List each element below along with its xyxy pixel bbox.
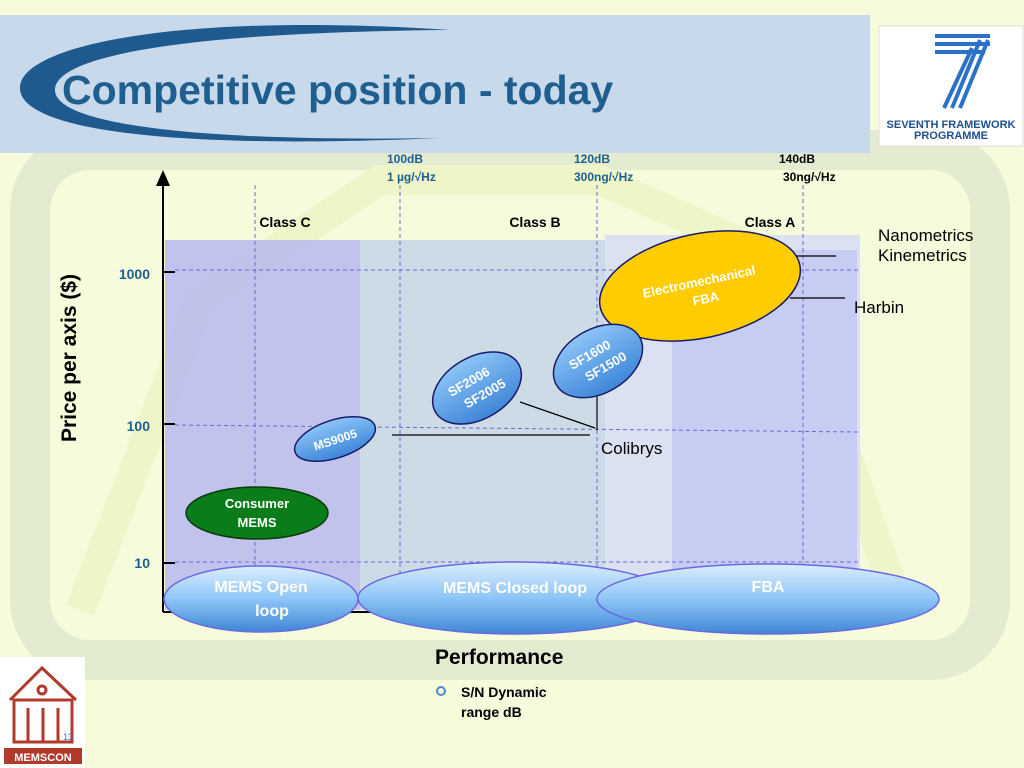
y-axis-label: Price per axis ($) <box>58 274 81 442</box>
fba-line1: FBA <box>752 579 785 596</box>
page-title: Competitive position - today <box>62 67 613 113</box>
perf-marker-1-line1: 100dB <box>387 152 423 166</box>
category-mems-open-loop: MEMS Open loop <box>163 565 359 633</box>
electro-line2: FBA <box>691 288 721 308</box>
product-ms9005: MS9005 <box>293 416 377 462</box>
product-consumer-mems: Consumer MEMS <box>185 486 329 540</box>
fp7-line1: SEVENTH FRAMEWORK <box>887 119 1016 131</box>
class-a-label: Class A <box>745 214 796 230</box>
consumer-line2: MEMS <box>238 515 277 530</box>
class-c-label: Class C <box>259 214 310 230</box>
perf-marker-3-line1: 140dB <box>779 152 815 166</box>
memscon-logo: 13 MEMSCON <box>0 657 85 768</box>
y-axis-arrow-icon <box>156 170 170 186</box>
bullet-icon <box>436 686 446 696</box>
x-axis-label: Performance <box>435 646 563 669</box>
company-harbin: Harbin <box>854 298 904 317</box>
slide-number: 13 <box>63 732 73 742</box>
x-bullet-line1: S/N Dynamic <box>461 684 547 700</box>
category-mems-closed-loop: MEMS Closed loop <box>357 561 673 635</box>
product-electromechanical-fba: Electromechanical FBA <box>598 230 802 342</box>
mems-closed-line1: MEMS Closed loop <box>443 580 587 597</box>
memscon-text: MEMSCON <box>14 752 72 764</box>
y-tick-100: 100 <box>127 418 151 434</box>
company-kinemetrics: Kinemetrics <box>878 246 967 265</box>
category-fba: FBA <box>596 563 940 635</box>
mems-open-line2: loop <box>255 603 289 620</box>
perf-marker-2-line1: 120dB <box>574 152 610 166</box>
y-tick-10: 10 <box>134 555 150 571</box>
company-nanometrics: Nanometrics <box>878 226 973 245</box>
x-bullet-line2: range dB <box>461 704 522 720</box>
company-colibrys: Colibrys <box>601 439 662 458</box>
perf-marker-1-line2: 1 µg/√Hz <box>387 170 436 184</box>
memscon-building-icon <box>8 665 78 744</box>
consumer-line1: Consumer <box>225 496 289 511</box>
perf-marker-3-line2: 30ng/√Hz <box>783 170 836 184</box>
product-sf2006: SF2006 SF2005 <box>431 351 523 425</box>
class-b-label: Class B <box>509 214 560 230</box>
product-sf1600: SF1600 SF1500 <box>552 323 644 399</box>
fp7-line2: PROGRAMME <box>914 130 988 142</box>
fp7-logo: SEVENTH FRAMEWORK PROGRAMME <box>878 25 1024 147</box>
band-class-b <box>360 240 605 610</box>
y-tick-1000: 1000 <box>119 266 150 282</box>
mems-open-line1: MEMS Open <box>214 579 307 596</box>
fp7-numeral-icon <box>935 34 990 109</box>
connector-lines <box>392 255 845 436</box>
perf-marker-2-line2: 300ng/√Hz <box>574 170 633 184</box>
